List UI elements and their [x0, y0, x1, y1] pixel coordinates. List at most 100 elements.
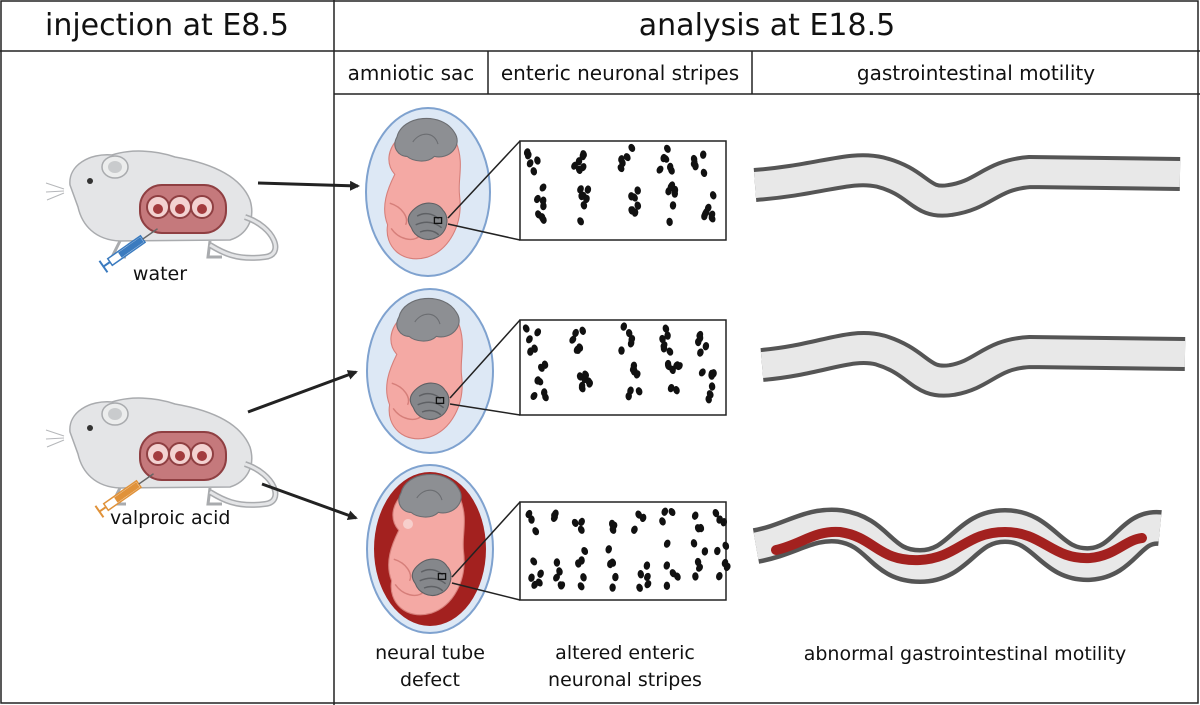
neuron-dot: [666, 347, 674, 356]
neuron-dot: [663, 539, 671, 548]
neuron-dot: [578, 556, 585, 565]
gut-tube-treated-normal: [760, 330, 1186, 398]
neuron-dot: [577, 185, 584, 194]
neuron-dot: [575, 165, 583, 175]
neuron-dot: [690, 539, 698, 548]
neuron-dot: [644, 572, 651, 581]
neuron-dot: [694, 557, 702, 567]
neuron-dot: [609, 583, 616, 592]
neuron-dot: [609, 525, 617, 534]
neuron-dot: [582, 370, 589, 379]
neuron-dot: [690, 159, 698, 168]
neuron-dot: [623, 153, 631, 162]
neuron-dot: [620, 322, 628, 331]
label-neural-tube-defect-line2: defect: [399, 669, 461, 691]
neuron-dot: [526, 335, 533, 344]
neuron-dot: [558, 581, 566, 590]
neuron-dot: [704, 203, 712, 213]
neuron-dot: [631, 525, 638, 534]
neuron-dot: [571, 518, 579, 527]
neuron-dot: [656, 165, 664, 174]
neuron-dot: [701, 547, 709, 556]
neuron-dot: [710, 369, 717, 378]
neuron-dot: [666, 217, 673, 227]
neuron-dot: [534, 156, 541, 165]
neuron-dot: [644, 580, 652, 589]
neuron-dot: [721, 558, 729, 568]
neuron-dot: [708, 382, 716, 391]
neuron-dot: [578, 381, 586, 391]
neuron-dot: [659, 517, 666, 526]
neuron-dot: [579, 326, 586, 335]
neuron-dot: [674, 572, 681, 581]
neuron-dot: [580, 201, 588, 210]
neuron-dot: [629, 364, 637, 374]
syringe-water-icon: [98, 228, 158, 273]
neuron-dot: [551, 512, 558, 521]
neuron-dot: [535, 578, 543, 587]
column-header-enteric-stripes: enteric neuronal stripes: [500, 60, 740, 85]
neuron-dot: [694, 524, 702, 533]
neuron-dot: [577, 525, 585, 534]
neuron-dot: [609, 558, 617, 567]
neuron-dot: [581, 546, 589, 556]
label-altered-stripes: altered enteric neuronal stripes: [520, 640, 730, 694]
neuron-dot: [698, 368, 706, 377]
neuron-dot: [673, 361, 681, 370]
neuron-dot: [634, 201, 642, 210]
neuron-dot: [663, 561, 671, 570]
neuron-dot: [612, 572, 619, 582]
neuron-dot: [714, 546, 721, 556]
stripe-dots-control: [523, 143, 717, 227]
neuron-dot: [625, 329, 633, 338]
mouse-water: [46, 151, 275, 258]
neuron-dot: [664, 359, 672, 369]
stripe-dots-altered: [525, 507, 731, 592]
neuron-dot: [628, 192, 635, 201]
neuron-dot: [534, 194, 541, 204]
label-neural-tube-defect: neural tube defect: [345, 640, 515, 694]
group-label-water: water: [132, 263, 188, 285]
neuron-dot: [702, 342, 710, 351]
neuron-dot: [669, 201, 677, 210]
neuron-dot: [635, 510, 643, 519]
arrow-valproic-to-normal: [247, 370, 358, 414]
neuron-dot: [691, 511, 699, 520]
neuron-dot: [663, 144, 671, 153]
stripe-box-treated-normal: [519, 319, 727, 416]
header-injection-title: injection at E8.5: [45, 8, 289, 43]
neuron-dot: [540, 201, 547, 211]
neuron-dot: [668, 507, 676, 517]
column-header-gi-motility: gastrointestinal motility: [856, 60, 1096, 85]
neuron-dot: [667, 183, 675, 192]
neuron-dot: [661, 507, 669, 516]
neuron-dot: [701, 211, 708, 221]
neuron-dot: [663, 581, 671, 590]
neuron-dot: [575, 157, 583, 166]
label-abnormal-motility-line1: abnormal gastrointestinal motility: [803, 643, 1127, 665]
neuron-dot: [716, 572, 723, 581]
header-analysis-title: analysis at E18.5: [638, 8, 896, 43]
neuron-dot: [700, 168, 708, 178]
neuron-dot: [576, 372, 584, 381]
neuron-dot: [530, 167, 538, 176]
neuron-dot: [636, 583, 643, 592]
neuron-dot: [573, 345, 581, 354]
neuron-dot: [722, 541, 730, 550]
arrow-valproic-to-defect: [261, 482, 358, 520]
neuron-dot: [720, 518, 728, 527]
neuron-dot: [537, 569, 544, 578]
neuron-dot: [625, 392, 632, 401]
neuron-dot: [530, 557, 538, 566]
neuron-dot: [539, 183, 547, 192]
neuron-dot: [534, 376, 541, 385]
neuron-dot: [583, 194, 590, 204]
amniotic-sac-control: [365, 107, 491, 277]
neuron-dot: [534, 328, 542, 337]
neuron-dot: [608, 519, 616, 529]
neuron-dot: [694, 337, 702, 347]
neuron-dot: [659, 334, 666, 344]
neuron-dot: [699, 150, 707, 159]
mouse-valproic: [46, 398, 275, 505]
